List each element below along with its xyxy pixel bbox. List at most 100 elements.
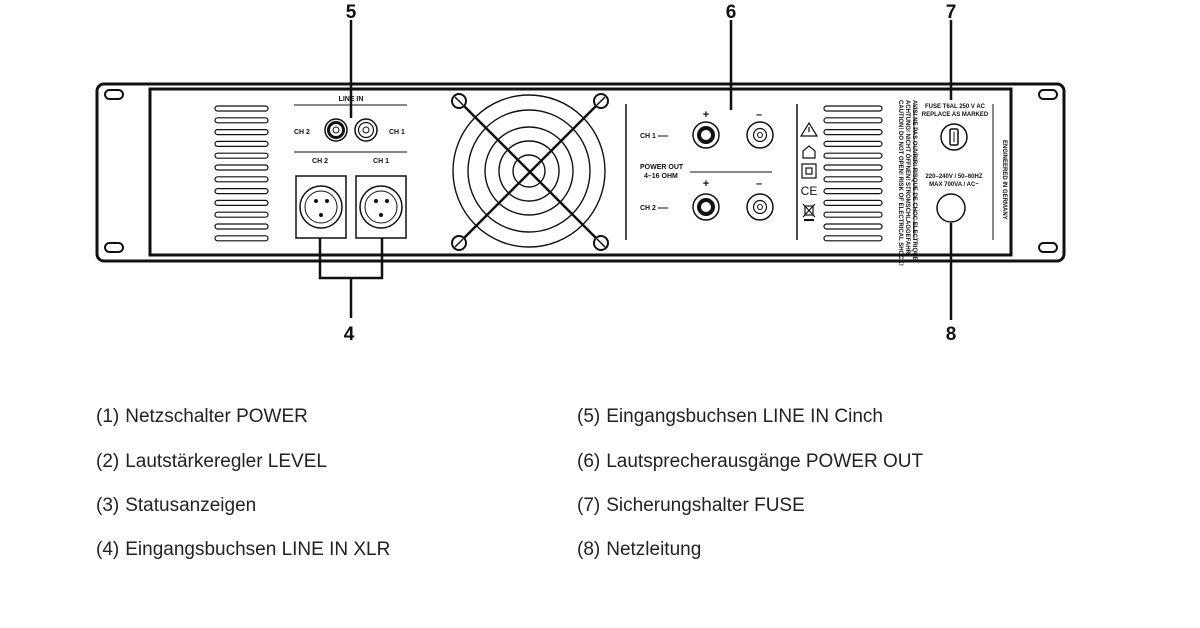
vent-slot (214, 117, 269, 124)
callout-7: 7 (946, 2, 957, 23)
legend-text: Eingangsbuchsen LINE IN Cinch (606, 406, 883, 427)
vent-slot (823, 199, 883, 206)
legend-number: (7) (577, 495, 601, 516)
indoor-use-house-icon (802, 145, 816, 159)
line-in-ch1-label: CH 1 (389, 129, 405, 136)
line-in-section: LINE IN CH 2 CH 1 CH 2 CH 1 (294, 96, 407, 239)
vent-slot (214, 223, 269, 230)
vent-slot (214, 188, 269, 195)
legend-item: (2)Lautstärkeregler LEVEL (96, 451, 327, 473)
legend-number: (1) (96, 406, 120, 427)
legend-text: Netzschalter POWER (125, 406, 308, 427)
speaker-terminal-ch2-plus[interactable] (692, 193, 720, 221)
rack-mounting-slots (104, 89, 1058, 253)
callout-8: 8 (946, 324, 957, 345)
leader-4-bracket (318, 238, 384, 318)
vent-slot (823, 140, 883, 147)
vent-slot (214, 140, 269, 147)
fan-screw-bottom-right (593, 235, 609, 251)
max-power-label: MAX 700VA / AC~ (929, 182, 979, 188)
speaker-terminal-ch2-minus[interactable] (746, 193, 774, 221)
vent-slots-left (214, 105, 269, 242)
vent-slot (214, 199, 269, 206)
power-out-label: POWER OUT (640, 164, 684, 171)
callout-4: 4 (344, 324, 355, 345)
legend-item: (3)Statusanzeigen (96, 495, 256, 517)
legend-number: (3) (96, 495, 120, 516)
safety-symbols: CE (799, 121, 819, 221)
power-out-ch1-label: CH 1 (640, 133, 656, 140)
legend-text: Statusanzeigen (125, 495, 257, 516)
vent-slot (823, 117, 883, 124)
fan-screw-top-right (593, 93, 609, 109)
vent-slot (214, 235, 269, 242)
warning-text-en: CAUTION! DO NOT OPEN! RISK OF ELECTRICAL… (897, 100, 903, 266)
power-cord-entry (936, 193, 966, 223)
legend-item: (1)Netzschalter POWER (96, 406, 308, 428)
legend-text: Netzleitung (606, 539, 702, 560)
vent-slot (214, 176, 269, 183)
vent-slots-right (823, 105, 883, 242)
fan-screw-top-left (451, 93, 467, 109)
vent-slot (214, 164, 269, 171)
minus-sign-ch2: – (756, 178, 762, 190)
weee-bin-icon (802, 203, 816, 221)
rack-slot-top-left (104, 89, 124, 100)
power-out-section: + – CH 1 POWER OUT 4–16 OHM + – CH 2 (640, 109, 774, 221)
cinch-jack-ch2[interactable] (324, 118, 348, 142)
rack-slot-bottom-right (1038, 242, 1058, 253)
vent-slot (823, 235, 883, 242)
fuse-replace-label: REPLACE AS MARKED (922, 112, 989, 118)
speaker-terminal-ch1-plus[interactable] (692, 121, 720, 149)
vent-slot (823, 223, 883, 230)
rack-slot-bottom-left (104, 242, 124, 253)
ce-mark-icon: CE (801, 184, 818, 198)
legend-number: (2) (96, 451, 120, 472)
double-insulation-icon (801, 163, 817, 179)
vent-slot (214, 105, 269, 112)
warning-text-block: CAUTION! DO NOT OPEN! RISK OF ELECTRICAL… (897, 100, 917, 266)
amplifier-rear-panel-diagram: LINE IN CH 2 CH 1 CH 2 CH 1 (95, 2, 1066, 345)
vent-slot (214, 129, 269, 136)
legend-text: Eingangsbuchsen LINE IN XLR (125, 539, 391, 560)
vent-slot (214, 211, 269, 218)
legend-item: (6)Lautsprecherausgänge POWER OUT (577, 451, 923, 473)
fuse-holder[interactable] (940, 123, 968, 151)
callout-5: 5 (346, 2, 357, 23)
legend-item: (8)Netzleitung (577, 539, 701, 561)
callout-lines (318, 20, 953, 320)
vent-slot (823, 152, 883, 159)
warning-text-fr: AVIS! NE PAS OUVRIR! RISQUE DE CHOC ELEC… (911, 100, 917, 262)
rack-slot-top-right (1038, 89, 1058, 100)
vent-slot (823, 188, 883, 195)
cinch-jack-ch1[interactable] (354, 118, 378, 142)
legend-item: (7)Sicherungshalter FUSE (577, 495, 805, 517)
legend-text: Sicherungshalter FUSE (606, 495, 805, 516)
plus-sign-ch1: + (703, 109, 709, 121)
warning-triangle-icon (799, 121, 819, 137)
vent-slot (823, 176, 883, 183)
legend-item: (5)Eingangsbuchsen LINE IN Cinch (577, 406, 883, 428)
fuse-section: FUSE T6AL 250 V AC REPLACE AS MARKED 220… (922, 104, 989, 223)
legend-number: (4) (96, 539, 120, 560)
power-out-ch2-label: CH 2 (640, 205, 656, 212)
xlr-ch2-label: CH 2 (312, 158, 328, 165)
legend-number: (6) (577, 451, 601, 472)
vent-slot (823, 129, 883, 136)
minus-sign-ch1: – (756, 109, 762, 121)
inner-panel (148, 87, 1013, 257)
fan-grille (451, 93, 609, 251)
legend-number: (5) (577, 406, 601, 427)
fan-screw-bottom-left (451, 235, 467, 251)
speaker-terminal-ch1-minus[interactable] (746, 121, 774, 149)
legend-text: Lautstärkeregler LEVEL (125, 451, 327, 472)
vent-slot (823, 211, 883, 218)
vent-slot (823, 105, 883, 112)
legend-number: (8) (577, 539, 601, 560)
legend-text: Lautsprecherausgänge POWER OUT (606, 451, 924, 472)
xlr-jack-ch1[interactable] (355, 175, 407, 239)
plus-sign-ch2: + (703, 178, 709, 190)
xlr-jack-ch2[interactable] (295, 175, 347, 239)
voltage-label: 220–240V / 50–60HZ (925, 174, 982, 180)
vent-slot (214, 152, 269, 159)
